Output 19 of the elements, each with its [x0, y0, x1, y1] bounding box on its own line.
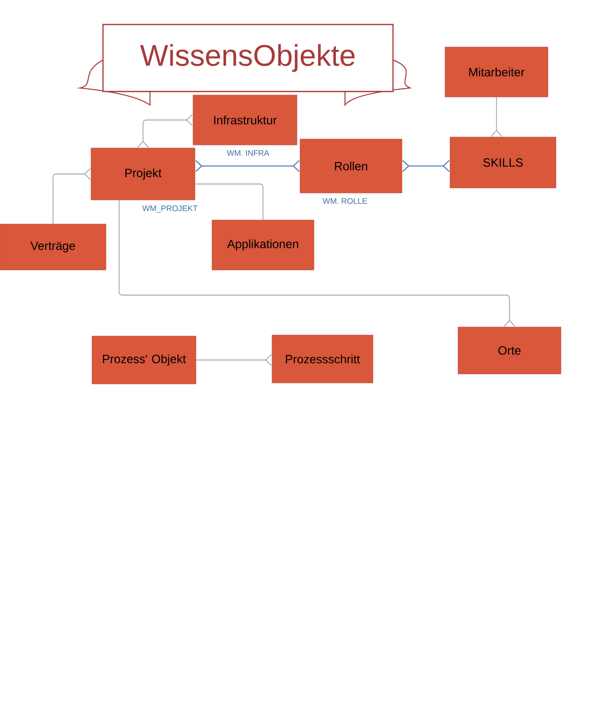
sticky-note: Rollen — [300, 138, 402, 194]
connector-line — [118, 200, 516, 327]
connector-line — [52, 168, 91, 224]
sticky-note: Applikationen — [212, 220, 314, 270]
connector-line — [402, 160, 450, 172]
connector-line — [196, 354, 272, 366]
sticky-note: Orte — [458, 326, 562, 374]
sticky-note: Verträge — [0, 224, 106, 270]
sticky-note: Infrastruktur — [192, 94, 298, 146]
sticky-note: Mitarbeiter — [444, 46, 548, 98]
sticky-note: Prozessschritt — [272, 334, 374, 384]
title-banner: WissensObjekte — [102, 24, 394, 92]
connector-line — [194, 184, 264, 220]
sticky-note: Prozess' Objekt — [92, 336, 196, 384]
sticky-note: SKILLS — [450, 136, 556, 188]
connector-line — [490, 96, 502, 137]
sticky-note: Projekt — [90, 148, 196, 200]
connector-line — [195, 160, 300, 172]
connector-line — [137, 114, 193, 148]
